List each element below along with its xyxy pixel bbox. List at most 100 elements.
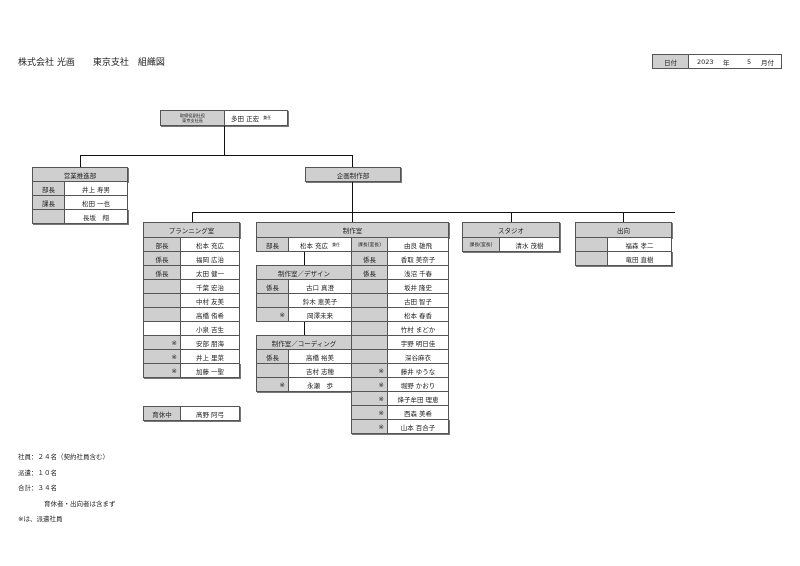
role-cell: 課長(室長) xyxy=(462,237,500,252)
role-cell xyxy=(143,293,181,308)
head-note: 兼任 xyxy=(332,241,341,247)
member-name: 鈴木 恵美子 xyxy=(288,293,352,308)
role-cell xyxy=(575,237,608,252)
role-cell: 課長 xyxy=(32,195,65,210)
room-studio-header: スタジオ xyxy=(462,222,560,238)
role-cell: 係長 xyxy=(143,265,181,280)
member-name: 高橋 裕美 xyxy=(288,349,352,364)
member-name: 中村 友美 xyxy=(180,293,240,308)
role-cell: 部長 xyxy=(32,181,65,196)
member-name: 井上 里菜 xyxy=(180,349,240,364)
role-cell: ※ xyxy=(143,349,181,364)
role-cell xyxy=(256,293,289,308)
role-cell: 係長 xyxy=(351,265,388,280)
role-cell xyxy=(351,321,388,336)
role-cell: 部長 xyxy=(143,237,181,252)
role-cell xyxy=(256,363,289,378)
role-cell: ※ xyxy=(256,377,289,392)
role-cell: ※ xyxy=(351,391,388,406)
member-name: 岡澤未来 xyxy=(288,307,352,322)
member-name: 安部 朋海 xyxy=(180,335,240,350)
role-cell: ※ xyxy=(351,405,388,420)
leave-label: 育休中 xyxy=(143,406,181,421)
role-cell: ※ xyxy=(143,335,181,350)
role-cell xyxy=(351,293,388,308)
member-name: 堀野 かおり xyxy=(387,377,449,392)
dept-kikaku-header: 企画制作部 xyxy=(305,167,401,182)
note-dispatch: 派遣：１０名 xyxy=(18,468,57,477)
executive-title-line1: 取締役副社役 xyxy=(179,113,206,118)
dept-eigyo-header: 営業推進部 xyxy=(32,167,128,182)
member-name: 竹村 まどか xyxy=(387,321,449,336)
member-name: 松田 一也 xyxy=(64,195,128,210)
member-name: 松本 充広 xyxy=(180,237,240,252)
date-month: 5 xyxy=(747,57,752,66)
role-cell: ※ xyxy=(256,307,289,322)
sub-coding-header: 制作室／コーディング xyxy=(256,335,352,350)
role-cell: 係長 xyxy=(256,279,289,294)
connector-line xyxy=(224,126,225,156)
role-cell: 係長 xyxy=(351,251,388,266)
member-name: 松本 春香 xyxy=(387,307,449,322)
member-name: 吉村 志穂 xyxy=(288,363,352,378)
connector-line xyxy=(352,182,353,222)
member-name: 小泉 吉生 xyxy=(180,321,240,336)
member-name: 古口 真澄 xyxy=(288,279,352,294)
member-name: 深谷麻衣 xyxy=(387,349,449,364)
connector-line xyxy=(80,155,353,156)
member-name: 高橋 侑希 xyxy=(180,307,240,322)
member-name: 松本 充広 xyxy=(299,241,329,250)
member-name: 清水 茂樹 xyxy=(499,237,560,252)
connector-line xyxy=(511,212,512,222)
member-name: 加藤 一聖 xyxy=(180,363,240,378)
executive-name: 多田 正宏 xyxy=(231,115,260,123)
room-planning-header: プランニング室 xyxy=(143,222,240,238)
executive-note: 兼任 xyxy=(263,115,272,120)
date-year-unit: 年 xyxy=(723,58,730,67)
member-name: 千葉 宏治 xyxy=(180,279,240,294)
role-cell xyxy=(143,321,181,336)
role-cell: 部長 xyxy=(256,237,289,252)
member-name: 西森 美希 xyxy=(387,405,449,420)
date-month-unit: 月付 xyxy=(761,58,774,67)
role-cell xyxy=(32,209,65,224)
branch-name: 東京支社 xyxy=(92,58,129,68)
connector-line xyxy=(304,252,305,267)
connector-line xyxy=(352,155,353,167)
member-name: 宇野 明日佳 xyxy=(387,335,449,350)
doc-title: 組織図 xyxy=(137,58,165,68)
role-cell: ※ xyxy=(143,363,181,378)
sub-design-header: 制作室／デザイン xyxy=(256,265,352,280)
connector-line xyxy=(304,322,305,336)
connector-line xyxy=(623,212,624,222)
room-seisaku-header: 制作室 xyxy=(256,222,449,238)
page-title: 株式会社 光画 東京支社 組織図 xyxy=(18,55,165,68)
role-cell: 係長 xyxy=(143,251,181,266)
member-name: 浅沼 千春 xyxy=(387,265,449,280)
member-name: 古田 智子 xyxy=(387,293,449,308)
date-value: 2023 年 5 月付 xyxy=(688,54,782,69)
connector-line xyxy=(192,212,675,213)
member-name: 由良 雄飛 xyxy=(387,237,449,252)
executive-title: 取締役副社役 東京支社長 xyxy=(160,110,225,126)
member-name: 香取 美奈子 xyxy=(387,251,449,266)
date-year: 2023 xyxy=(697,57,714,66)
date-label: 日付 xyxy=(652,54,689,69)
member-name: 太田 健一 xyxy=(180,265,240,280)
member-name: 坂井 隆史 xyxy=(387,279,449,294)
group-shukko-header: 出向 xyxy=(575,222,672,238)
role-cell: ※ xyxy=(351,377,388,392)
executive-name-cell: 多田 正宏 兼任 xyxy=(224,110,288,126)
headcount-notes: 社員：２４名（契約社員含む） 派遣：１０名 合計：３４名 育休者・出向者は含まず… xyxy=(18,450,116,528)
role-cell xyxy=(143,307,181,322)
note-total: 合計：３４名 xyxy=(18,484,57,492)
member-name: 永瀬 歩 xyxy=(288,377,352,392)
role-cell: 係長 xyxy=(256,349,289,364)
role-cell xyxy=(351,279,388,294)
role-cell: ※ xyxy=(351,419,388,434)
role-cell: 課長(室長) xyxy=(351,237,388,252)
executive-title-line2: 東京支社長 xyxy=(182,118,203,123)
role-cell xyxy=(575,251,608,266)
note-exclusion: 育休者・出向者は含まず xyxy=(44,499,116,508)
note-legend: ※は、派遣社員 xyxy=(18,515,63,523)
